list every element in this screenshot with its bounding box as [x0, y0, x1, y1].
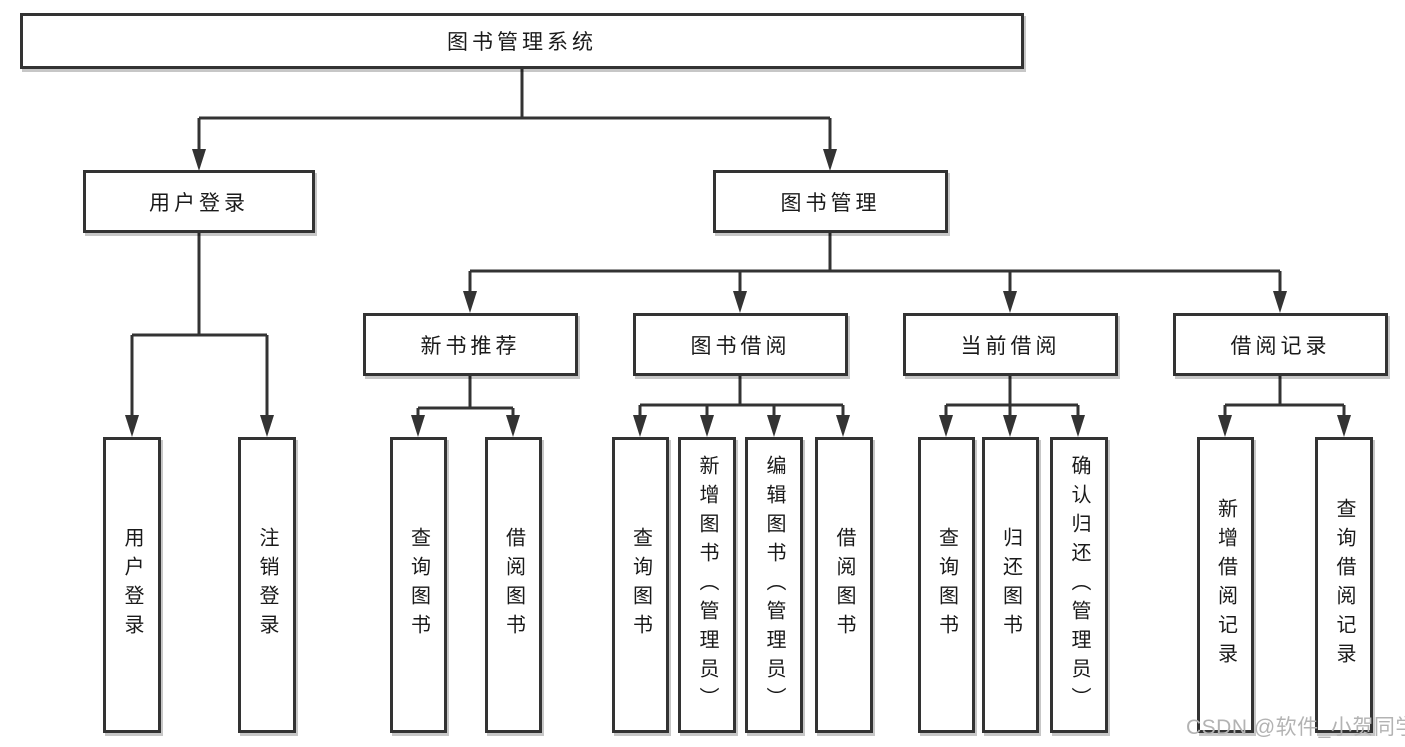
leaf-bb-edit-books-admin-label: 编辑图书（管理员） — [763, 454, 785, 716]
leaf-user-login-label: 用户登录 — [121, 527, 143, 643]
node-borrow-records-label: 借阅记录 — [1230, 334, 1331, 358]
leaf-cb-return-books-label: 归还图书 — [999, 527, 1022, 643]
leaf-user-login: 用户登录 — [103, 437, 161, 733]
node-new-book-recommend: 新书推荐 — [363, 313, 578, 376]
leaf-bb-query-books-label: 查询图书 — [629, 527, 652, 643]
leaf-logout-label: 注销登录 — [256, 527, 278, 643]
leaf-bb-edit-books-admin: 编辑图书（管理员） — [745, 437, 803, 733]
node-book-borrow-label: 图书借阅 — [690, 334, 791, 358]
leaf-br-query-record: 查询借阅记录 — [1315, 437, 1373, 733]
leaf-cb-confirm-return-admin-label: 确认归还（管理员） — [1068, 454, 1090, 716]
leaf-cb-return-books: 归还图书 — [982, 437, 1039, 733]
node-root-system-label: 图书管理系统 — [447, 31, 597, 54]
leaf-bb-borrow-books: 借阅图书 — [815, 437, 873, 733]
leaf-nb-query-books-label: 查询图书 — [407, 527, 430, 643]
leaf-nb-query-books: 查询图书 — [390, 437, 447, 733]
node-root-system: 图书管理系统 — [20, 13, 1024, 69]
leaf-bb-borrow-books-label: 借阅图书 — [833, 527, 855, 643]
node-book-management: 图书管理 — [713, 170, 948, 233]
leaf-cb-query-books-label: 查询图书 — [935, 527, 958, 643]
node-book-management-label: 图书管理 — [780, 191, 881, 215]
watermark: CSDN @软件_小贺同学 — [1186, 716, 1405, 739]
leaf-nb-borrow-books-label: 借阅图书 — [502, 527, 525, 643]
leaf-bb-query-books: 查询图书 — [612, 437, 669, 733]
leaf-logout: 注销登录 — [238, 437, 296, 733]
leaf-cb-query-books: 查询图书 — [918, 437, 975, 733]
leaf-br-add-record: 新增借阅记录 — [1197, 437, 1254, 733]
node-book-borrow: 图书借阅 — [633, 313, 848, 376]
node-current-borrow: 当前借阅 — [903, 313, 1118, 376]
node-current-borrow-label: 当前借阅 — [960, 334, 1061, 358]
leaf-bb-add-books-admin: 新增图书（管理员） — [678, 437, 736, 733]
leaf-cb-confirm-return-admin: 确认归还（管理员） — [1050, 437, 1108, 733]
node-user-login-label: 用户登录 — [149, 191, 249, 215]
leaf-br-add-record-label: 新增借阅记录 — [1214, 498, 1237, 672]
node-user-login: 用户登录 — [83, 170, 315, 233]
leaf-br-query-record-label: 查询借阅记录 — [1333, 498, 1355, 672]
node-borrow-records: 借阅记录 — [1173, 313, 1388, 376]
leaf-bb-add-books-admin-label: 新增图书（管理员） — [696, 454, 718, 716]
node-new-book-recommend-label: 新书推荐 — [420, 334, 521, 358]
leaf-nb-borrow-books: 借阅图书 — [485, 437, 542, 733]
